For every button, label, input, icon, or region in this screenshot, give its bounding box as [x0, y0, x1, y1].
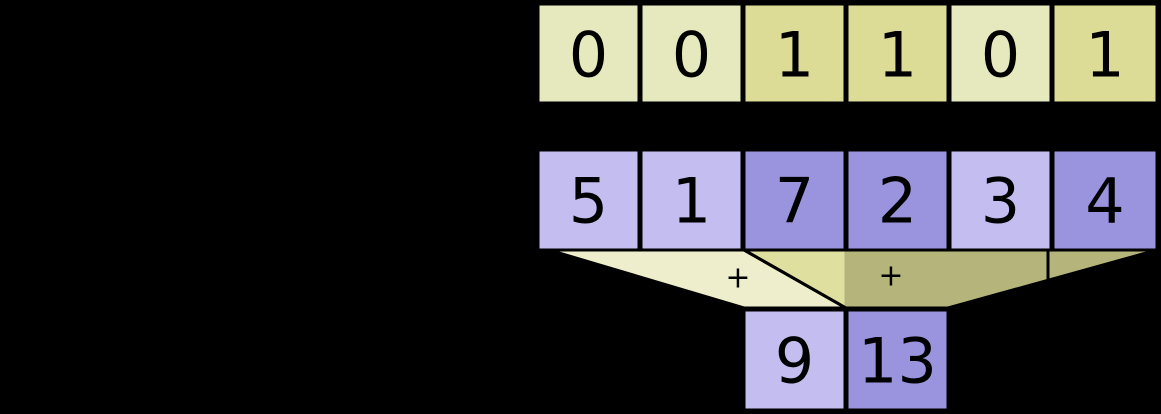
- value-cell-4-label: 3: [981, 165, 1020, 238]
- value-cell-0[interactable]: 5: [536, 148, 641, 252]
- value-cell-5-label: 4: [1085, 165, 1124, 238]
- mask-cell-4-label: 0: [981, 19, 1020, 92]
- value-cell-1[interactable]: 1: [639, 148, 744, 252]
- mask-row: 0 0 1 1 0 1: [536, 2, 1159, 105]
- value-cell-2[interactable]: 7: [742, 148, 847, 252]
- result-cell-0-box[interactable]: [742, 308, 847, 412]
- mask-cell-5-box[interactable]: [1051, 2, 1159, 105]
- mask-cell-3[interactable]: 1: [845, 2, 950, 105]
- mask-cell-4-box[interactable]: [948, 2, 1053, 105]
- result-cell-0-label: 9: [775, 325, 814, 398]
- value-cell-0-box[interactable]: [536, 148, 641, 252]
- result-cell-1-label: 13: [858, 325, 937, 398]
- value-cell-1-label: 1: [672, 165, 711, 238]
- funnel-group: [548, 248, 1158, 310]
- mask-cell-5-label: 1: [1085, 19, 1124, 92]
- plus-left-icon: +: [725, 261, 750, 296]
- operator-group: + +: [725, 259, 903, 296]
- mask-cell-3-label: 1: [878, 19, 917, 92]
- value-cell-2-box[interactable]: [742, 148, 847, 252]
- value-cell-2-label: 7: [775, 165, 814, 238]
- value-cell-3[interactable]: 2: [845, 148, 950, 252]
- value-row: 5 1 7 2 3 4: [536, 148, 1159, 252]
- result-cell-0[interactable]: 9: [742, 308, 847, 412]
- plus-right-icon: +: [878, 259, 903, 294]
- value-cell-4-box[interactable]: [948, 148, 1053, 252]
- mask-cell-2[interactable]: 1: [742, 2, 847, 105]
- mask-cell-0-box[interactable]: [536, 2, 641, 105]
- mask-cell-3-box[interactable]: [845, 2, 950, 105]
- result-cell-1[interactable]: 13: [845, 308, 950, 412]
- funnel-right-inner-edge: [1046, 248, 1158, 285]
- mask-cell-5[interactable]: 1: [1051, 2, 1159, 105]
- value-cell-0-label: 5: [569, 165, 608, 238]
- value-cell-3-label: 2: [878, 165, 917, 238]
- mask-cell-2-label: 1: [775, 19, 814, 92]
- result-row: 9 13: [742, 308, 950, 412]
- value-cell-4[interactable]: 3: [948, 148, 1053, 252]
- funnel-overlap-edge: [743, 248, 847, 310]
- mask-cell-1[interactable]: 0: [639, 2, 744, 105]
- mask-cell-4[interactable]: 0: [948, 2, 1053, 105]
- mask-cell-0-label: 0: [569, 19, 608, 92]
- result-cell-1-box[interactable]: [845, 308, 950, 412]
- mask-cell-0[interactable]: 0: [536, 2, 641, 105]
- value-cell-5-box[interactable]: [1051, 148, 1159, 252]
- value-cell-5[interactable]: 4: [1051, 148, 1159, 252]
- value-cell-3-box[interactable]: [845, 148, 950, 252]
- mask-cell-1-box[interactable]: [639, 2, 744, 105]
- mask-cell-1-label: 0: [672, 19, 711, 92]
- mask-cell-2-box[interactable]: [742, 2, 847, 105]
- value-cell-1-box[interactable]: [639, 148, 744, 252]
